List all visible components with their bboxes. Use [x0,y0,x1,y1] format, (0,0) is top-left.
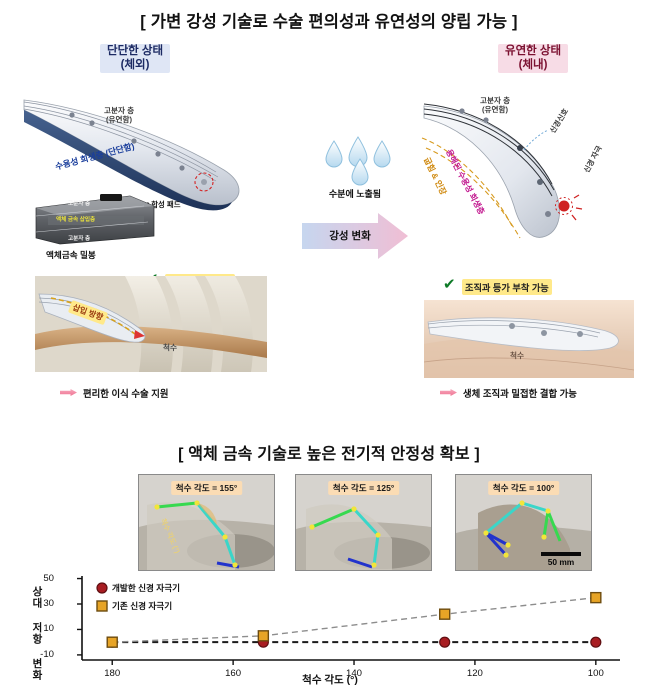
state-rigid-line1: 단단한 상태 [107,45,164,57]
photo-attachment: 척수 [424,300,634,378]
chart-x-tick: 120 [466,668,483,679]
chart-y-tick: 50 [43,572,54,584]
angle-photo-155: 척수 각도 = 155° 척수 각도 (°) [138,474,275,571]
label-polymer-layer-left: 고분자 층 (유연함) [104,106,134,125]
scale-bar-line [541,552,581,556]
angle-photo-125: 척수 각도 = 125° [295,474,432,571]
stiffness-change-caption: 강성 변화 [329,230,371,242]
inset-label-bottom: 고분자 층 [68,236,91,242]
inset-illustration [35,194,155,245]
caption-right-text: 생체 조직과 밀접한 결합 가능 [463,388,577,399]
highlight-right: 조직과 등가 부착 가능 [462,279,552,295]
chart-x-tick: 180 [104,668,121,679]
water-exposure-caption: 수분에 노출됨 [328,189,382,199]
angle-photo-100: 척수 각도 = 100° 50 mm [455,474,592,571]
check-icon-right: ✔ [443,276,456,293]
page-title-bottom: [ 액체 금속 기술로 높은 전기적 안정성 확보 ] [178,446,480,463]
photo-insertion: 척수 삽입 방향 [35,276,267,372]
arrow-icon-left [60,389,77,396]
label-polymer-layer-right: 고분자 층 (유연함) [480,96,510,115]
rigid-probe-diagram: 고분자 층 (유연함) 수용성 희생층 (단단함) PDMS-Pt 합성 패드 [18,78,308,263]
chart-x-tick: 160 [225,668,242,679]
water-drop-icon [325,136,391,186]
polymer-layer-line2: (유연함) [106,115,133,125]
page-title-top: [ 가변 강성 기술로 수술 편의성과 유연성의 양립 가능 ] [140,13,518,31]
inset-label-liquid-metal: 액체 금속 삽입층 [56,217,96,223]
state-flexible-line2: (체내) [518,58,548,71]
angle-tag-155: 척수 각도 = 155° [170,481,243,495]
liquid-metal-inset: 고분자 층 액체 금속 삽입층 고분자 층 [34,194,156,246]
polymer-layer-right-line1: 고분자 층 [480,96,511,105]
inset-label-top: 고분자 층 [68,201,91,207]
chart-y-tick: -10 [40,648,54,660]
label-spinal-cord-right: 척수 [510,351,524,360]
polymer-layer-line1: 고분자 층 [104,106,135,115]
rigid-probe-illustration [23,99,240,211]
flexible-probe-diagram: 고분자 층 (유연함) 신경신호 용해된 수용성 희생층 굽힘 & 인장 신경 … [420,78,655,263]
polymer-layer-right-line2: (유연함) [482,105,509,115]
state-label-rigid: 단단한 상태 (체외) [100,44,171,74]
chart-y-tick: 30 [43,598,54,609]
caption-right-panel: 생체 조직과 밀접한 결합 가능 [440,386,577,400]
photo-insertion-illustration [35,276,267,372]
legend-label-developed: 개발한 신경 자극기 [112,583,181,593]
state-rigid-line2: (체외) [120,58,150,71]
chart-y-axis-label: 상대 저항 변화 [31,586,43,681]
caption-left-panel: 편리한 이식 수술 지원 [60,386,168,400]
arrow-icon-right [440,389,457,396]
chart-x-tick: 100 [587,668,604,679]
right-arrow-icon [302,213,408,259]
resistance-chart: 상대 저항 변화 개발한 신경 자극기 기존 신경 자극기 척수 각도 (°) … [20,568,640,694]
state-flexible-line1: 유연한 상태 [505,45,562,57]
flexible-probe-illustration [421,103,583,239]
chart-y-tick: 10 [43,623,54,635]
chart-x-tick: 140 [346,668,363,679]
chart-x-axis-label: 척수 각도 (°) [302,674,358,686]
label-spinal-cord-left: 척수 [163,343,177,352]
photo-attachment-illustration [424,300,634,378]
scale-bar: 50 mm [535,552,587,567]
label-liquid-metal-seal: 액체금속 밀봉 [46,250,96,260]
angle-photo-125-illustration [296,475,431,570]
scale-bar-label: 50 mm [547,557,575,567]
angle-tag-125: 척수 각도 = 125° [327,481,400,495]
legend-label-conventional: 기존 신경 자극기 [112,601,173,611]
chart-plot-area [77,576,620,665]
caption-left-text: 편리한 이식 수술 지원 [83,388,169,399]
state-label-flexible: 유연한 상태 (체내) [498,44,569,74]
angle-tag-100: 척수 각도 = 100° [487,481,560,495]
transition-zone: 수분에 노출됨 강성 변화 [300,135,410,265]
